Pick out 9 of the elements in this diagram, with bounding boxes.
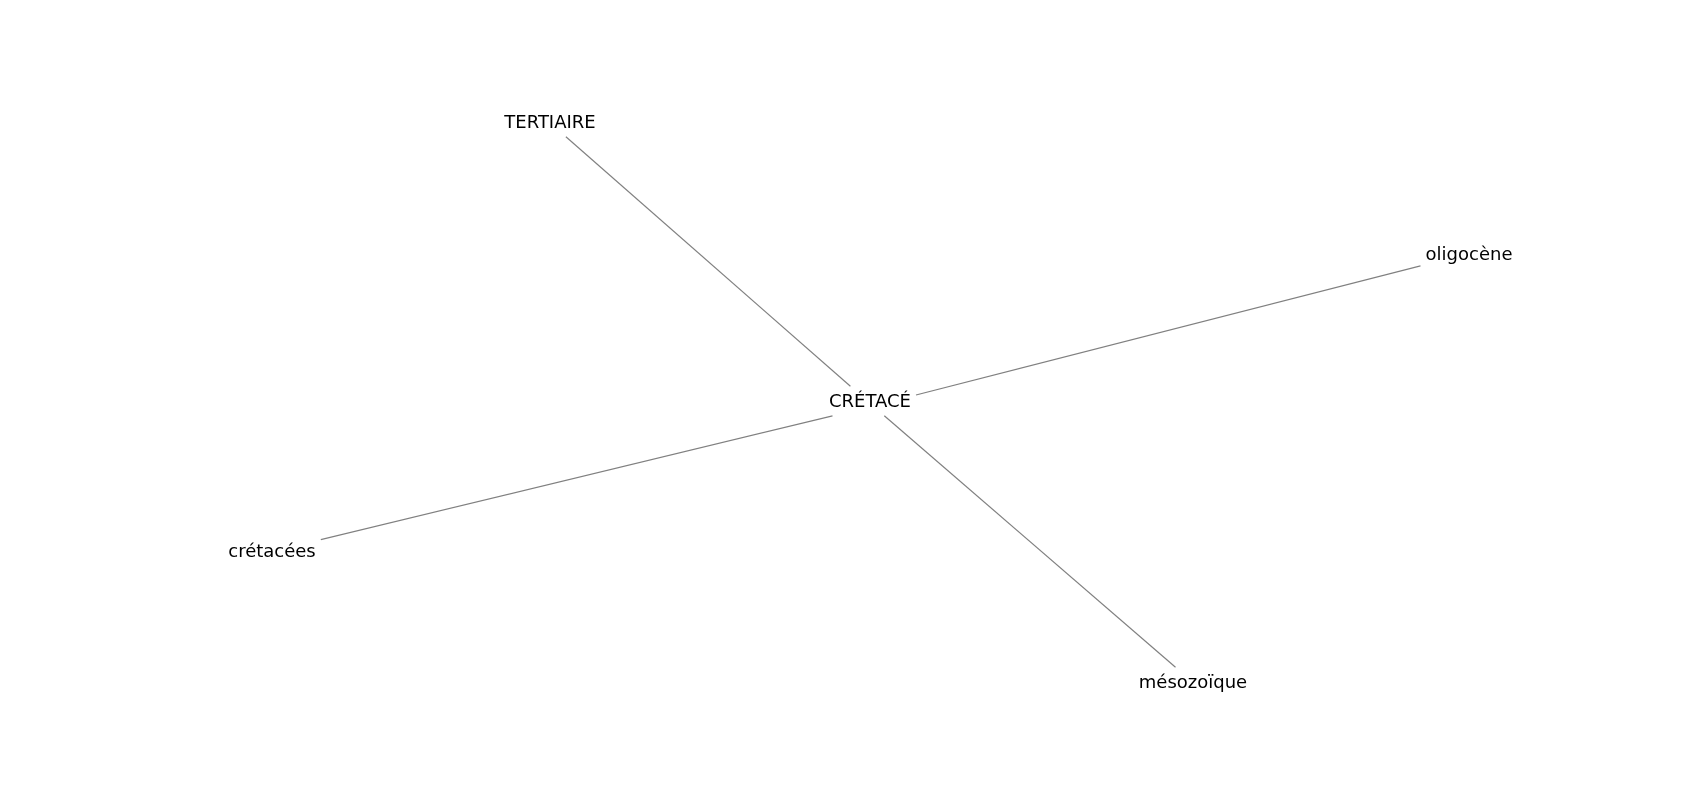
term-label: crétacées: [227, 540, 317, 562]
term-label: TERTIAIRE: [503, 111, 597, 133]
term-label: CRÉTACÉ: [828, 390, 912, 412]
term-label: oligocène: [1424, 243, 1514, 265]
connector-line: [915, 265, 1422, 396]
term-label: mésozoïque: [1137, 671, 1249, 693]
connector-line: [320, 415, 834, 541]
connector-line: [883, 415, 1177, 668]
connector-line: [565, 136, 851, 387]
